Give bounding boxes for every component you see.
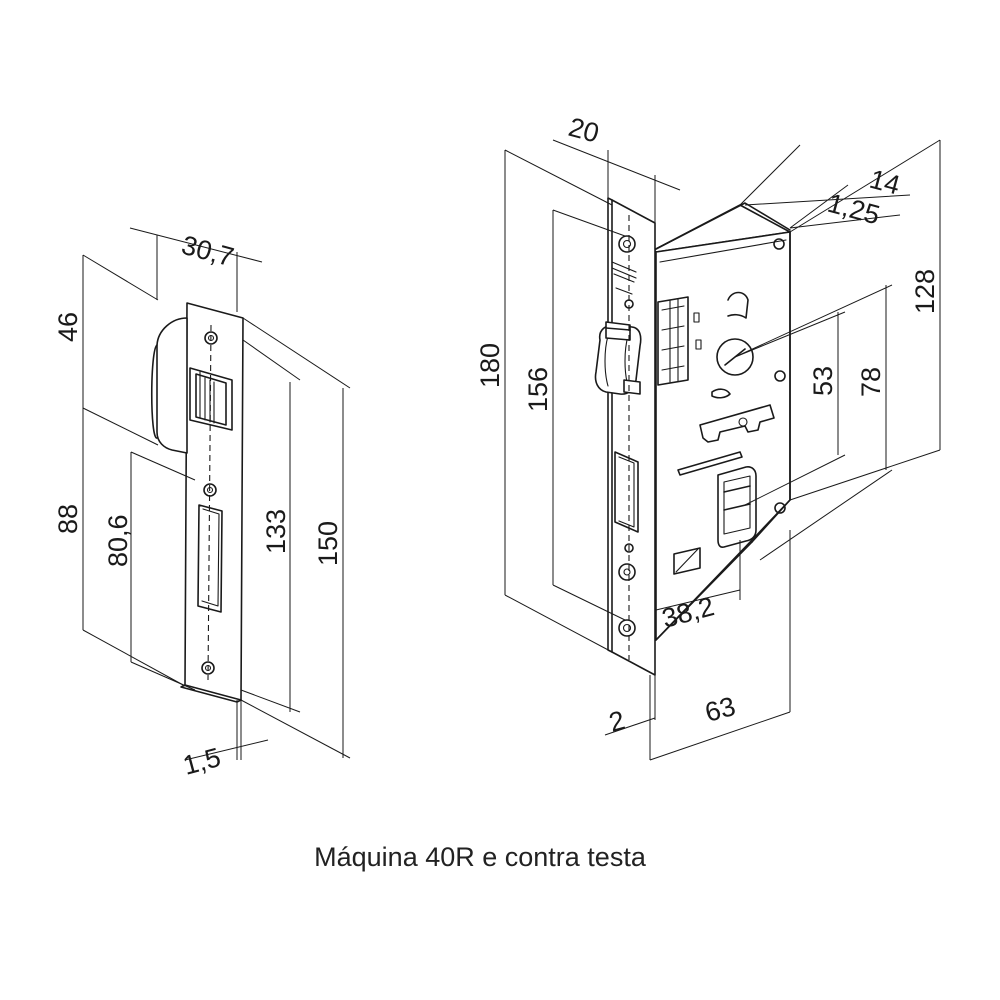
spindle-hub: [716, 338, 754, 376]
dim-body-height: 128: [910, 269, 940, 314]
dim-spindle-to-cylinder: 53: [808, 366, 838, 396]
square-follower: [673, 547, 701, 575]
brand-mark: [611, 261, 637, 295]
drawing-caption: Máquina 40R e contra testa: [314, 842, 646, 872]
dim-line-strike-width: [129, 227, 263, 263]
cylinder-pocket: [717, 466, 757, 548]
dim-strike-lower: 88: [53, 504, 83, 534]
dim-inner-height: 156: [523, 367, 553, 412]
dim-strike-width: 30,7: [178, 230, 237, 273]
case-screw-mid: [774, 370, 786, 382]
dim-depth-a: 14: [866, 164, 903, 201]
dim-strike-upper: 46: [53, 312, 83, 342]
strike-screw-hole-bottom: [201, 661, 215, 675]
strike-plate: [82, 227, 351, 761]
dim-strike-thickness: 1,5: [180, 742, 224, 781]
dim-strike-height: 150: [313, 521, 343, 566]
lock-slider: [677, 451, 743, 476]
lock-case-side: [655, 231, 791, 641]
dim-spindle-offset: 78: [856, 367, 886, 397]
case-screw-bottom: [774, 502, 786, 514]
latch-roller: [594, 321, 642, 395]
dim-faceplate-thickness: 2: [606, 705, 628, 738]
faceplate-screw-top: [618, 235, 636, 253]
strike-plate-edge: [180, 684, 242, 703]
lock-body: [504, 139, 941, 761]
strike-plate-face: [184, 302, 244, 701]
strike-plate-lip: [156, 317, 188, 454]
strike-lip-curve: [150, 344, 158, 439]
faceplate-bolt-slot: [614, 451, 639, 533]
faceplate-screw-bottom: [618, 619, 636, 637]
dim-strike-hole-span: 133: [261, 509, 291, 554]
dim-faceplate-height: 180: [475, 343, 505, 388]
dim-faceplate-width: 20: [565, 112, 602, 149]
strike-screw-hole-top: [204, 331, 218, 345]
dim-case-depth: 63: [702, 691, 739, 728]
case-screw-top: [773, 238, 785, 250]
strike-latch-slot: [197, 504, 223, 613]
lock-rack: [699, 404, 775, 443]
lever-mark: [727, 291, 749, 319]
strike-center-line: [207, 324, 212, 681]
strike-box-pocket: [189, 367, 233, 431]
dim-strike-lower-inner: 80,6: [103, 514, 133, 567]
